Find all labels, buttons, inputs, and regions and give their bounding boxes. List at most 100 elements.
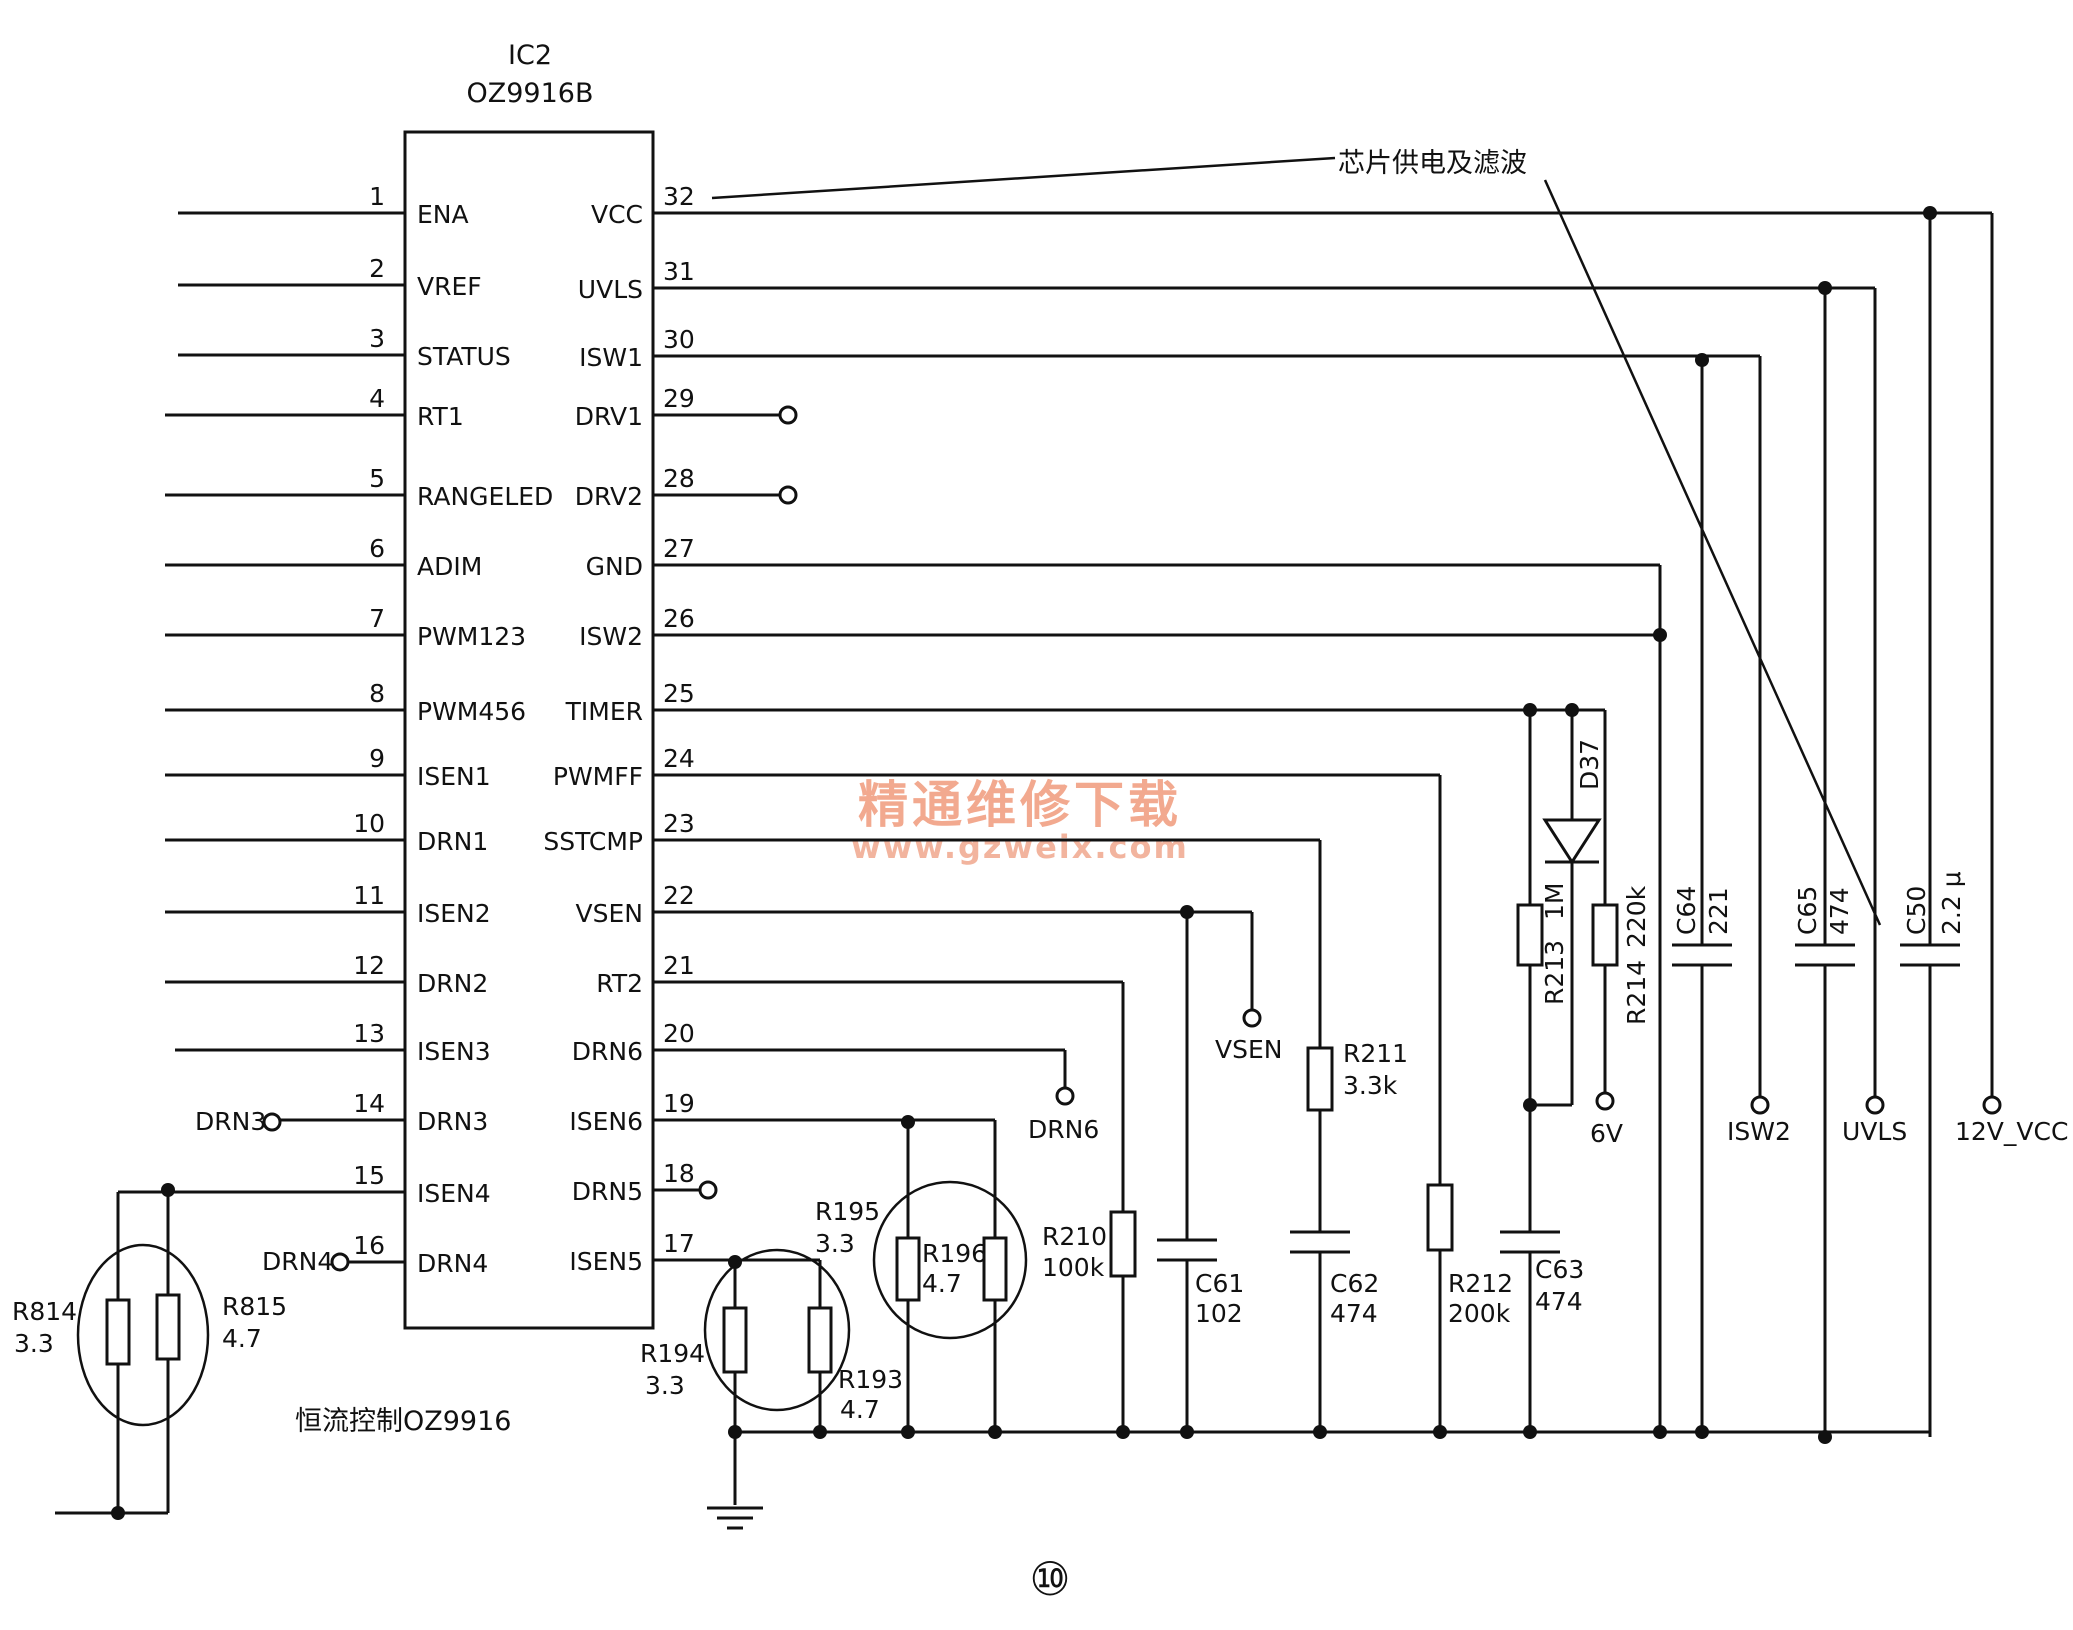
r214-val: 220k bbox=[1622, 885, 1651, 948]
left-pin-number: 10 bbox=[353, 809, 385, 838]
right-pin-name: ISEN5 bbox=[569, 1247, 643, 1276]
left-pin-number: 8 bbox=[369, 679, 385, 708]
drn5-terminal bbox=[698, 1180, 718, 1200]
right-pin-number: 20 bbox=[663, 1019, 695, 1048]
left-pin-number: 4 bbox=[369, 384, 385, 413]
isw2-terminal bbox=[1750, 1095, 1770, 1115]
c61-val: 102 bbox=[1195, 1299, 1243, 1328]
left-pin-name: RT1 bbox=[417, 402, 464, 431]
right-pin-name: DRV1 bbox=[575, 402, 643, 431]
r193-val: 4.7 bbox=[840, 1395, 880, 1424]
r194-ref: R194 bbox=[640, 1339, 705, 1368]
left-pin-number: 3 bbox=[369, 324, 385, 353]
chip-power-label: 芯片供电及滤波 bbox=[1338, 148, 1527, 179]
uvls-terminal bbox=[1865, 1095, 1885, 1115]
left-pin-number: 15 bbox=[353, 1161, 385, 1190]
left-pin-number: 13 bbox=[353, 1019, 385, 1048]
r211-val: 3.3k bbox=[1343, 1071, 1398, 1100]
d37-ref: D37 bbox=[1575, 739, 1604, 790]
right-pin-number: 28 bbox=[663, 464, 695, 493]
left-pin-name: PWM123 bbox=[417, 622, 526, 651]
isw2-label: ISW2 bbox=[1727, 1117, 1791, 1146]
r195-ref: R195 bbox=[815, 1197, 880, 1226]
net-isen6 bbox=[653, 1115, 1028, 1432]
net-uvls bbox=[653, 281, 1877, 1437]
r213-val: 1M bbox=[1540, 883, 1569, 920]
right-pin-name: VCC bbox=[591, 200, 643, 229]
net-vsen bbox=[653, 905, 1254, 1432]
drn6-label: DRN6 bbox=[1028, 1115, 1099, 1144]
net-sstcmp bbox=[653, 838, 1350, 1432]
left-pin-name: ISEN2 bbox=[417, 899, 491, 928]
drn6-terminal bbox=[1055, 1086, 1075, 1106]
r196-val: 4.7 bbox=[922, 1269, 962, 1298]
left-pin-name: PWM456 bbox=[417, 697, 526, 726]
ic-right-pins: 32VCC31UVLS30ISW129DRV128DRV227GND26ISW2… bbox=[543, 182, 694, 1276]
left-pin-number: 12 bbox=[353, 951, 385, 980]
left-pin-name: ADIM bbox=[417, 552, 482, 581]
left-pin-number: 14 bbox=[353, 1089, 385, 1118]
net-isen4 bbox=[55, 1183, 405, 1520]
caption-label: 恒流控制OZ9916 bbox=[295, 1406, 511, 1437]
c61-ref: C61 bbox=[1195, 1269, 1244, 1298]
vsen-terminal bbox=[1242, 1008, 1262, 1028]
c65-ref: C65 bbox=[1793, 886, 1822, 935]
c50-capacitor bbox=[1900, 943, 1960, 967]
right-pin-name: UVLS bbox=[578, 275, 643, 304]
left-pin-name: RANGELED bbox=[417, 482, 553, 511]
ground-bus bbox=[728, 1425, 1930, 1505]
r815-ref: R815 bbox=[222, 1292, 287, 1321]
r212-ref: R212 bbox=[1448, 1269, 1513, 1298]
drv2-terminal bbox=[778, 485, 798, 505]
left-pin-name: ISEN4 bbox=[417, 1179, 491, 1208]
drv1-terminal bbox=[778, 405, 798, 425]
right-pin-number: 22 bbox=[663, 881, 695, 910]
right-pin-name: PWMFF bbox=[553, 762, 643, 791]
chip-power-pointer bbox=[711, 156, 1336, 200]
watermark-url: www.gzweix.com bbox=[851, 828, 1189, 866]
ic-body bbox=[403, 130, 655, 1330]
vsen-label: VSEN bbox=[1215, 1035, 1282, 1064]
right-pin-name: TIMER bbox=[565, 697, 643, 726]
c64-val: 221 bbox=[1704, 887, 1733, 935]
r210-ref: R210 bbox=[1042, 1222, 1107, 1251]
right-pin-name: ISW1 bbox=[579, 343, 643, 372]
net-vcc bbox=[653, 206, 1994, 1437]
left-pin-number: 7 bbox=[369, 604, 385, 633]
right-pin-name: ISEN6 bbox=[569, 1107, 643, 1136]
left-pin-name: STATUS bbox=[417, 342, 511, 371]
right-pin-name: VSEN bbox=[576, 899, 643, 928]
ic-part: OZ9916B bbox=[467, 78, 594, 109]
c62-val: 474 bbox=[1330, 1299, 1378, 1328]
right-pin-name: DRN6 bbox=[572, 1037, 643, 1066]
r814-val: 3.3 bbox=[14, 1329, 54, 1358]
r213-ref: R213 bbox=[1540, 940, 1569, 1005]
c50-val: 2.2 μ bbox=[1937, 871, 1966, 935]
r196-ref: R196 bbox=[922, 1239, 987, 1268]
uvls-label: UVLS bbox=[1842, 1117, 1907, 1146]
right-pin-number: 31 bbox=[663, 257, 695, 286]
left-pin-name: DRN3 bbox=[417, 1107, 488, 1136]
